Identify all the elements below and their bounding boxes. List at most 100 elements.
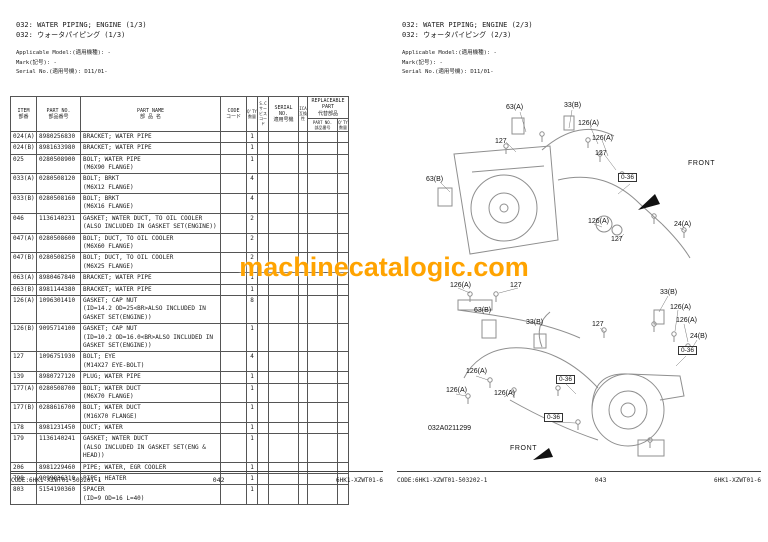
catalog-page-right: 032: WATER PIPING; ENGINE (2/3) 032: ウォー… — [392, 0, 766, 542]
bracket — [437, 187, 453, 207]
cell-sc — [257, 351, 269, 373]
cell-ica — [298, 173, 308, 195]
part-callout: 127 — [510, 282, 522, 289]
cell-part-name: BRACKET; WATER PIPE — [80, 272, 221, 285]
cell-code — [220, 371, 247, 384]
lower-water-piping-assembly — [463, 309, 691, 457]
cell-code — [220, 351, 247, 373]
part-callout: 127 — [592, 321, 604, 328]
cell-item: 139 — [10, 371, 37, 384]
footer-code: CODE:6HK1-XZWT01-503201-1 — [11, 477, 102, 484]
cell-sc — [257, 422, 269, 435]
cell-code — [220, 433, 247, 463]
diagram-art — [437, 109, 698, 460]
bracket — [481, 319, 497, 339]
cell-sc — [257, 371, 269, 384]
water-pipe — [557, 176, 663, 225]
cell-code — [220, 173, 247, 195]
col-header-serial-no: SERIAL NO. 適用号機 — [268, 96, 299, 132]
cell-item: 033(B) — [10, 193, 37, 214]
parts-table-body: 024(A) 8980256830 BRACKET; WATER PIPE 1 … — [10, 130, 350, 506]
cell-serial — [268, 351, 299, 373]
cell-rep-part-no — [307, 283, 338, 297]
table-row: 126(B) 9095714100 GASKET; CAP NUT (ID=10… — [10, 323, 350, 353]
cell-item: 127 — [10, 351, 37, 373]
footer-code: CODE:6HK1-XZWT01-503202-1 — [397, 477, 488, 484]
right-page-header: 032: WATER PIPING; ENGINE (2/3) 032: ウォー… — [402, 20, 533, 77]
cell-serial — [268, 294, 299, 325]
cell-rep-qty — [336, 232, 350, 254]
cell-sc — [257, 294, 269, 325]
cell-code — [220, 212, 247, 234]
cell-part-no: 0288616700 — [36, 402, 81, 424]
cell-sc — [257, 232, 269, 254]
cell-item: 033(A) — [10, 173, 37, 195]
cell-qty: 1 — [246, 323, 258, 353]
pulley — [470, 174, 538, 242]
table-header-row-1: ITEM 部番 PART NO. 部品番号 PART NAME 部 品 名 CO… — [10, 96, 350, 132]
middle-bracket-assembly — [457, 291, 581, 339]
part-callout: 126(A) — [494, 390, 516, 397]
cell-part-no: 8980256830 — [36, 130, 81, 144]
cell-serial — [268, 371, 299, 384]
cell-qty: 1 — [246, 382, 258, 404]
table-row: 179 1136140241 GASKET; WATER DUCT (ALSO … — [10, 433, 350, 463]
cell-serial — [268, 484, 299, 506]
table-row: 798 9099036310 PIPE; HEATER 1 — [10, 473, 350, 486]
cell-serial — [268, 283, 299, 297]
cell-part-name: GASKET; WATER DUCT, TO OIL COOLER (ALSO … — [80, 212, 221, 234]
cell-part-no: 8980467840 — [36, 272, 81, 285]
cell-qty: 4 — [246, 193, 258, 214]
cell-rep-part-no — [307, 371, 338, 384]
cell-part-no: 0280508160 — [36, 193, 81, 214]
cell-qty: 1 — [246, 402, 258, 424]
cell-part-name: PIPE; HEATER — [80, 473, 221, 486]
col-header-sc: S.C サービスコード — [257, 96, 269, 132]
cell-rep-qty — [336, 323, 350, 353]
col-header-item: ITEM 部番 — [10, 96, 37, 132]
col-header-qty: Q'TY 数量 — [246, 96, 258, 132]
cell-item: 063(A) — [10, 272, 37, 285]
cell-part-no: 8981633980 — [36, 142, 81, 155]
cell-code — [220, 142, 247, 155]
applicability-block: Applicable Model:(適用機種): - Mark(記号): - S… — [16, 49, 147, 77]
part-callout: 127 — [611, 236, 623, 243]
cell-part-name: BRACKET; WATER PIPE — [80, 283, 221, 297]
cell-rep-qty — [336, 402, 350, 424]
cell-sc — [257, 402, 269, 424]
cell-rep-qty — [336, 283, 350, 297]
page-title-en: 032: WATER PIPING; ENGINE (2/3) — [402, 21, 533, 29]
cell-rep-part-no — [307, 294, 338, 325]
cell-item: 047(A) — [10, 232, 37, 254]
applicability-block: Applicable Model:(適用機種): - Mark(記号): - S… — [402, 49, 533, 77]
cell-serial — [268, 142, 299, 155]
cell-code — [220, 402, 247, 424]
cell-qty: 1 — [246, 142, 258, 155]
cell-code — [220, 294, 247, 325]
page-number: 042 — [212, 476, 225, 484]
cell-part-name: BOLT; BRKT (M6X16 FLANGE) — [80, 193, 221, 214]
water-pipe — [509, 399, 599, 441]
section-ref-box: 0-36 — [556, 375, 576, 385]
figure-number: 032A0211299 — [428, 425, 472, 432]
bracket — [533, 333, 547, 349]
cell-ica — [298, 371, 308, 384]
cell-part-no: 0280508700 — [36, 382, 81, 404]
cell-part-no: 1136140241 — [36, 433, 81, 463]
cell-rep-part-no — [307, 351, 338, 373]
serial-line: Serial No.(適用号機): D11/01- — [16, 68, 108, 75]
cell-qty: 2 — [246, 232, 258, 254]
cell-part-no: 8980727120 — [36, 371, 81, 384]
cell-sc — [257, 484, 269, 506]
cell-part-name: BOLT; WATER DUCT (M6X70 FLANGE) — [80, 382, 221, 404]
cell-part-name: DUCT; WATER — [80, 422, 221, 435]
cell-rep-part-no — [307, 382, 338, 404]
cell-serial — [268, 422, 299, 435]
bracket — [653, 309, 665, 325]
cell-sc — [257, 173, 269, 195]
part-callout: 33(B) — [526, 319, 544, 326]
cell-rep-part-no — [307, 484, 338, 506]
left-page-footer: CODE:6HK1-XZWT01-503201-1 042 6HK1-XZWT0… — [11, 471, 383, 484]
cell-part-no: 8981231450 — [36, 422, 81, 435]
